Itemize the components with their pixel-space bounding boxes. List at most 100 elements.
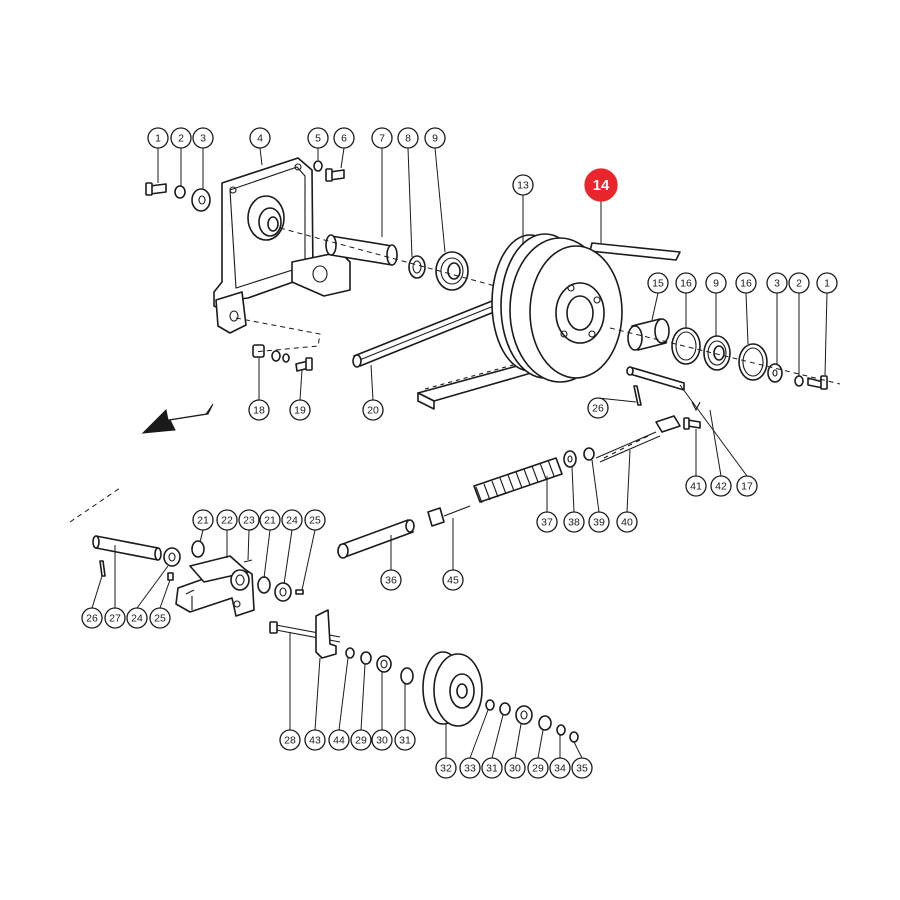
bushing-24-left: [163, 547, 181, 567]
ring-31-right: [499, 702, 511, 716]
callout-25: 25: [149, 607, 171, 629]
nut-35: [569, 731, 579, 743]
callout-31: 31: [481, 757, 503, 779]
callout-number: 1: [155, 133, 161, 145]
washer-38: [563, 450, 577, 468]
callout-26: 26: [81, 607, 103, 629]
callout-30: 30: [504, 757, 526, 779]
leader-line-43: [314, 657, 321, 731]
callout-36: 36: [380, 569, 402, 591]
callout-circle: [527, 757, 549, 779]
washer-2-left: [174, 185, 186, 199]
callout-circle: [394, 729, 416, 751]
callout-1: 1: [147, 127, 169, 149]
callout-number: 19: [294, 405, 306, 417]
callout-number: 30: [376, 735, 388, 747]
callout-circle: [371, 729, 393, 751]
leader-line-6: [340, 147, 345, 169]
callout-number: 9: [713, 278, 719, 290]
callout-circle: [766, 272, 788, 294]
spacer-3-left: [191, 188, 211, 212]
callout-circle: [350, 729, 372, 751]
callout-45: 45: [442, 569, 464, 591]
callout-16: 16: [675, 272, 697, 294]
callout-number: 23: [243, 515, 255, 527]
callout-24: 24: [281, 509, 303, 531]
callout-circle: [380, 569, 402, 591]
callout-number: 21: [197, 515, 209, 527]
callout-25: 25: [304, 509, 326, 531]
leader-line-21: [199, 529, 204, 543]
callout-31: 31: [394, 729, 416, 751]
callout-15: 15: [647, 272, 669, 294]
leader-line-9: [434, 147, 446, 253]
callout-circle: [147, 127, 169, 149]
callout-34: 34: [549, 757, 571, 779]
callout-21: 21: [192, 509, 214, 531]
callout-number: 34: [554, 763, 566, 775]
bracket-43: [315, 609, 337, 659]
callout-circle: [504, 757, 526, 779]
callout-number: 1: [824, 278, 830, 290]
lever-arm-22: [175, 555, 255, 617]
callout-number: 30: [509, 763, 521, 775]
bushing-21-left: [191, 540, 205, 558]
callout-number: 42: [715, 481, 727, 493]
clevis: [655, 415, 681, 433]
callout-number: 16: [740, 278, 752, 290]
callout-18: 18: [248, 399, 270, 421]
callout-32: 32: [435, 757, 457, 779]
callout-number: 16: [680, 278, 692, 290]
tube-36: [337, 519, 415, 559]
callout-circle: [126, 607, 148, 629]
callout-number: 13: [517, 180, 529, 192]
callout-8: 8: [397, 127, 419, 149]
leader-line-8: [407, 147, 413, 258]
callout-33: 33: [459, 757, 481, 779]
callout-circle: [304, 509, 326, 531]
callout-circle: [192, 127, 214, 149]
callout-7: 7: [371, 127, 393, 149]
bolt-6: [325, 168, 345, 182]
callout-number: 29: [355, 735, 367, 747]
callout-circle: [549, 757, 571, 779]
leader-line-17: [679, 384, 748, 477]
callout-circle: [442, 569, 464, 591]
circlip-16-b: [738, 343, 768, 381]
callout-circle: [512, 174, 534, 196]
callout-circle: [675, 272, 697, 294]
callout-number: 24: [131, 613, 143, 625]
callout-2: 2: [170, 127, 192, 149]
callout-circle: [307, 127, 329, 149]
callout-23: 23: [238, 509, 260, 531]
callout-number: 35: [576, 763, 588, 775]
callout-number: 8: [405, 133, 411, 145]
nut-washer: [271, 350, 290, 363]
bracket-plate-4: [213, 157, 351, 334]
highlighted-belt-14: [589, 242, 681, 261]
pin-45: [427, 505, 471, 527]
leader-line-29: [537, 729, 544, 759]
clip-42: [691, 401, 701, 412]
callout-number: 2: [178, 133, 184, 145]
callout-number: 15: [652, 278, 664, 290]
callout-circle: [289, 399, 311, 421]
callout-circle: [424, 127, 446, 149]
split-pin-26-top: [633, 385, 642, 406]
nut-29-left: [360, 651, 372, 665]
callout-circle: [705, 272, 727, 294]
callout-circle: [397, 127, 419, 149]
leader-line-26: [91, 575, 103, 609]
callout-number: 4: [257, 133, 263, 145]
leader-line-25: [301, 529, 316, 591]
callout-29: 29: [350, 729, 372, 751]
leader-line-24: [136, 565, 169, 609]
callout-number: 5: [315, 133, 321, 145]
grease-nipple-25-right: [295, 589, 304, 595]
callout-number: 7: [379, 133, 385, 145]
callout-number: 3: [774, 278, 780, 290]
callout-circle: [81, 607, 103, 629]
bearing-9-right: [703, 335, 731, 371]
callout-number: 26: [592, 403, 604, 415]
callout-circle: [788, 272, 810, 294]
